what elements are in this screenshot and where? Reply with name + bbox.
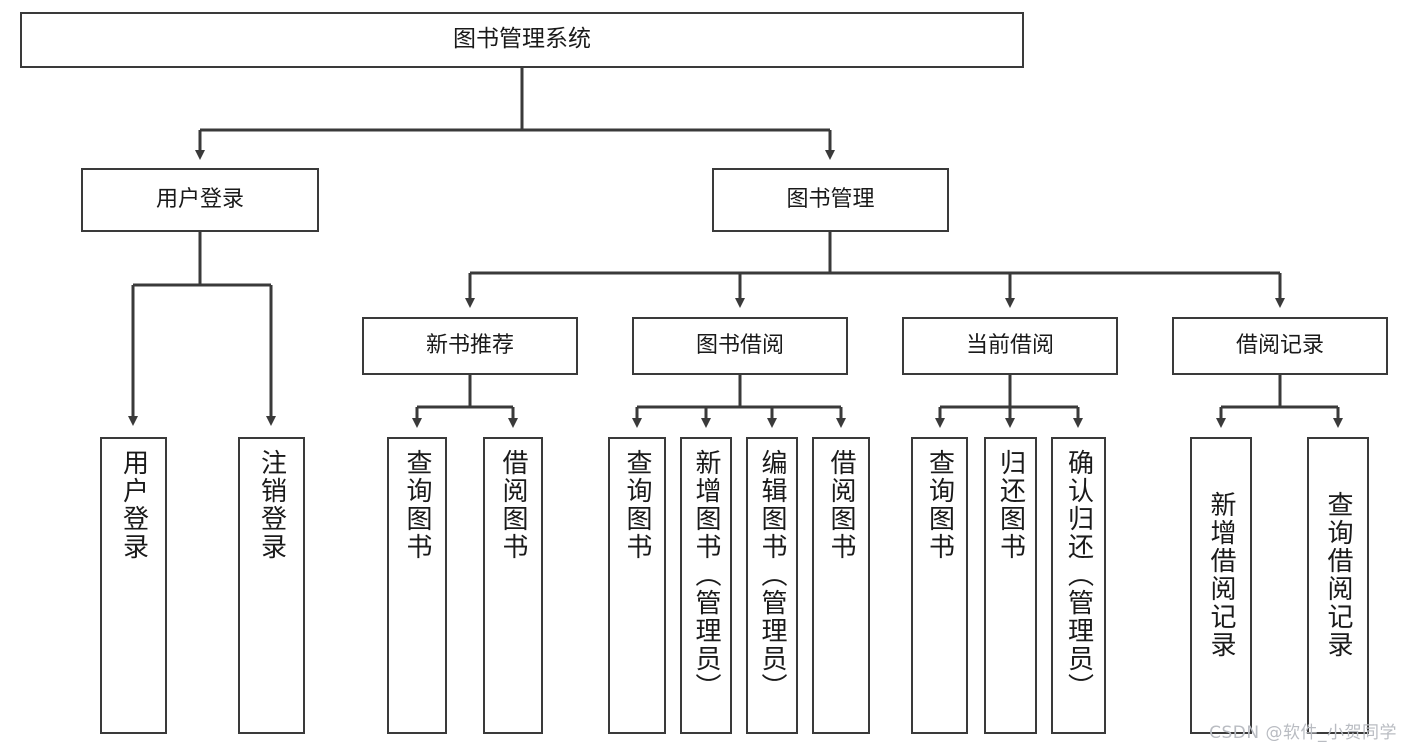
node-new-book-recommend-label: 新书推荐	[425, 333, 514, 359]
leaf-node-label: 查询借阅记录	[1323, 491, 1353, 659]
leaf-node-label: 借阅图书	[826, 449, 856, 561]
leaf-node[interactable]: 查询图书	[911, 437, 968, 734]
node-user-login[interactable]: 用户登录	[81, 168, 319, 232]
leaf-node[interactable]: 借阅图书	[812, 437, 870, 734]
node-book-management[interactable]: 图书管理	[712, 168, 949, 232]
leaf-node[interactable]: 借阅图书	[483, 437, 543, 734]
node-user-login-label: 用户登录	[155, 187, 244, 213]
leaf-node[interactable]: 注销登录	[238, 437, 305, 734]
leaf-node[interactable]: 查询图书	[608, 437, 666, 734]
leaf-node-label: 查询图书	[924, 449, 955, 561]
leaf-node-label: 借阅图书	[498, 449, 528, 561]
leaf-node[interactable]: 编辑图书（管理员）	[746, 437, 798, 734]
leaf-node[interactable]: 新增借阅记录	[1190, 437, 1252, 734]
node-root-label: 图书管理系统	[453, 26, 591, 53]
leaf-node-label: 查询图书	[622, 449, 652, 561]
node-current-borrow-label: 当前借阅	[965, 333, 1054, 359]
leaf-node-label: 确认归还（管理员）	[1063, 449, 1094, 701]
leaf-node-label: 用户登录	[118, 449, 149, 561]
node-book-management-label: 图书管理	[786, 187, 875, 213]
leaf-node[interactable]: 归还图书	[984, 437, 1037, 734]
node-borrow-record[interactable]: 借阅记录	[1172, 317, 1388, 375]
leaf-node-label: 归还图书	[995, 449, 1026, 561]
node-root[interactable]: 图书管理系统	[20, 12, 1024, 68]
node-current-borrow[interactable]: 当前借阅	[902, 317, 1118, 375]
leaf-node-label: 编辑图书（管理员）	[757, 449, 787, 701]
leaf-node[interactable]: 用户登录	[100, 437, 167, 734]
leaf-node[interactable]: 查询借阅记录	[1307, 437, 1369, 734]
leaf-node[interactable]: 查询图书	[387, 437, 447, 734]
leaf-node[interactable]: 确认归还（管理员）	[1051, 437, 1106, 734]
leaf-node-label: 注销登录	[256, 449, 287, 561]
node-new-book-recommend[interactable]: 新书推荐	[362, 317, 578, 375]
node-book-borrow[interactable]: 图书借阅	[632, 317, 848, 375]
node-borrow-record-label: 借阅记录	[1235, 333, 1324, 359]
leaf-node[interactable]: 新增图书（管理员）	[680, 437, 732, 734]
leaf-node-label: 新增图书（管理员）	[691, 449, 721, 701]
leaf-node-label: 新增借阅记录	[1206, 491, 1236, 659]
node-book-borrow-label: 图书借阅	[695, 333, 784, 359]
leaf-node-label: 查询图书	[402, 449, 432, 561]
